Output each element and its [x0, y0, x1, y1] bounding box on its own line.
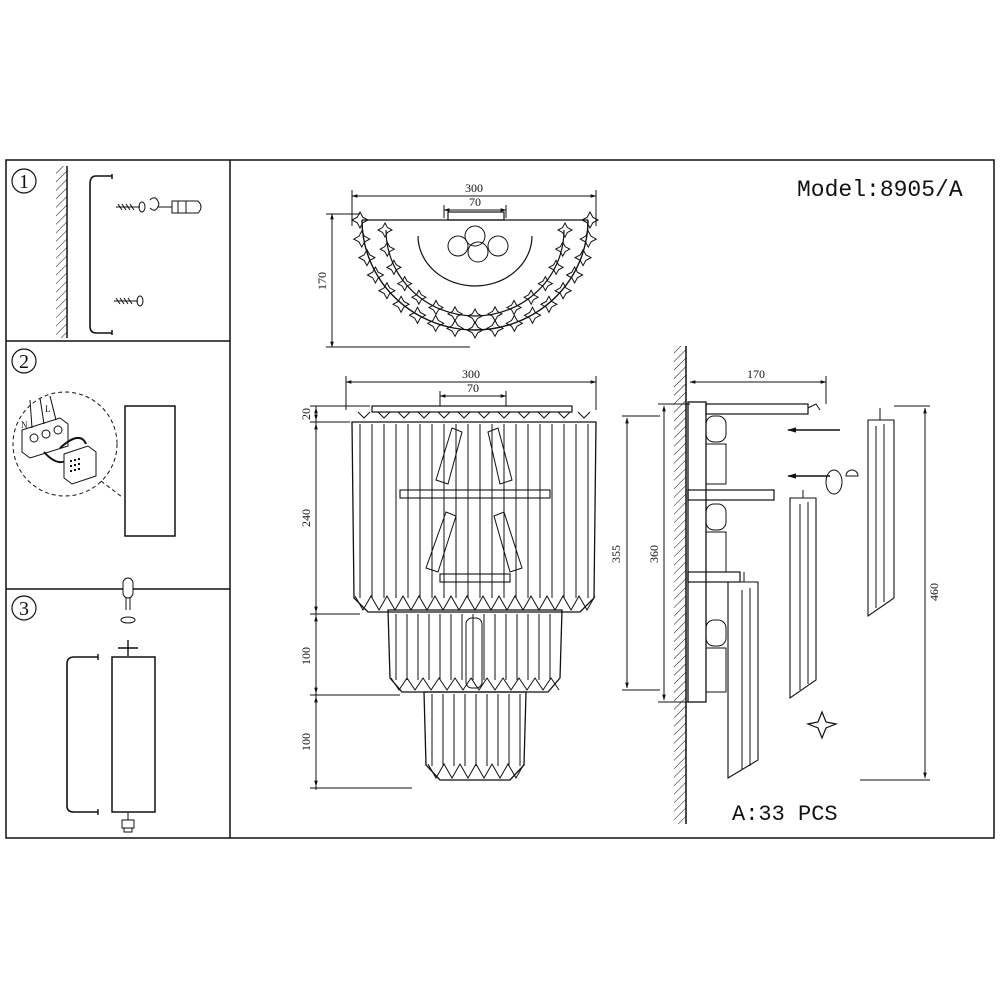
bulb-icon	[120, 577, 136, 624]
dim-crystal-length: 460	[927, 583, 941, 601]
wire-label-n: N	[21, 420, 28, 430]
crystal-star	[565, 265, 584, 285]
crystal-star	[427, 299, 445, 316]
crystal-star	[537, 275, 554, 292]
crystal-star	[554, 241, 571, 258]
dim-front-h1: 20	[299, 408, 313, 420]
step-1-badge	[11, 168, 37, 194]
step-2-panel: 2 N L	[11, 348, 176, 537]
step-3-panel: 3	[11, 577, 156, 833]
screw-icon	[114, 295, 144, 307]
crystal-star	[392, 295, 411, 314]
screw-icon	[121, 812, 135, 833]
connector-star-icon	[805, 710, 839, 740]
step-3-badge	[11, 595, 37, 621]
dim-front-width: 300	[462, 367, 480, 381]
dim-front-h4: 100	[299, 733, 313, 751]
model-number: 8905/A	[880, 177, 963, 203]
crystal-star	[357, 248, 376, 267]
dim-back-plate: 355	[609, 545, 623, 563]
dim-front-inner: 70	[467, 381, 479, 395]
crystal-star	[350, 210, 370, 230]
wire-label-l: L	[45, 404, 51, 414]
crystal-star	[396, 275, 413, 292]
drawing-frame	[5, 159, 995, 839]
dim-top-width: 300	[465, 181, 483, 195]
crystal-star	[376, 221, 394, 239]
dim-front-h2: 240	[299, 509, 313, 527]
crystal-star	[426, 314, 445, 333]
dim-top-depth: 170	[315, 272, 329, 290]
step-3-number: 3	[19, 598, 29, 620]
crystal-star	[377, 281, 396, 300]
crystal-star	[445, 319, 465, 338]
crystal-star	[410, 289, 427, 306]
crystal-star	[548, 259, 565, 276]
crystal-star	[523, 306, 542, 325]
crystal-star	[352, 230, 371, 249]
screwdriver-icon	[149, 197, 202, 214]
crystal-rods	[359, 424, 589, 766]
step-2-badge	[11, 348, 37, 374]
crystal-star	[379, 241, 396, 258]
dim-front-h3: 100	[299, 647, 313, 665]
step-1-number: 1	[19, 171, 29, 193]
crystal-star	[505, 314, 524, 333]
model-prefix: Model:	[797, 177, 880, 203]
svg-text:Model:8905/A: Model:8905/A	[797, 177, 963, 203]
terminal-block	[21, 395, 87, 463]
junction-box	[63, 445, 97, 485]
crystal-star	[580, 210, 600, 230]
step-1-panel: 1	[11, 166, 202, 338]
crystal-star	[574, 248, 593, 267]
step-2-number: 2	[19, 351, 29, 373]
dimension-labels: 300 70 170 300 70 20 240 100 100 170 355…	[299, 181, 941, 751]
mounting-bracket	[66, 656, 98, 813]
back-plate	[111, 656, 156, 813]
crystal-star	[523, 289, 540, 306]
crystal-star	[366, 265, 385, 285]
crystal-star	[556, 221, 574, 239]
wall-hatch	[56, 166, 67, 338]
top-view	[326, 190, 600, 348]
screw-icon	[116, 201, 146, 213]
wall-plate	[124, 405, 176, 537]
crystal-star	[554, 281, 573, 300]
crystal-star	[465, 320, 485, 340]
crystal-star	[486, 305, 504, 322]
wall-bracket	[89, 175, 112, 334]
dim-side-depth: 170	[747, 367, 765, 381]
crystal-quantity: A:33 PCS	[732, 802, 838, 827]
crystal-star	[385, 259, 402, 276]
detail-magnifier	[12, 391, 118, 497]
crystal-star	[446, 305, 464, 322]
crystal-star	[579, 230, 598, 249]
crystal-star	[466, 307, 484, 325]
crystal-star	[485, 319, 505, 338]
crystal-star	[539, 295, 558, 314]
front-view	[310, 376, 597, 790]
crystal-star	[505, 299, 523, 316]
model-label: Model:8905/A	[797, 177, 963, 203]
dim-side-total: 360	[647, 545, 661, 563]
crystal-star	[408, 306, 427, 325]
side-view	[622, 346, 930, 824]
dim-top-inner: 70	[469, 195, 481, 209]
